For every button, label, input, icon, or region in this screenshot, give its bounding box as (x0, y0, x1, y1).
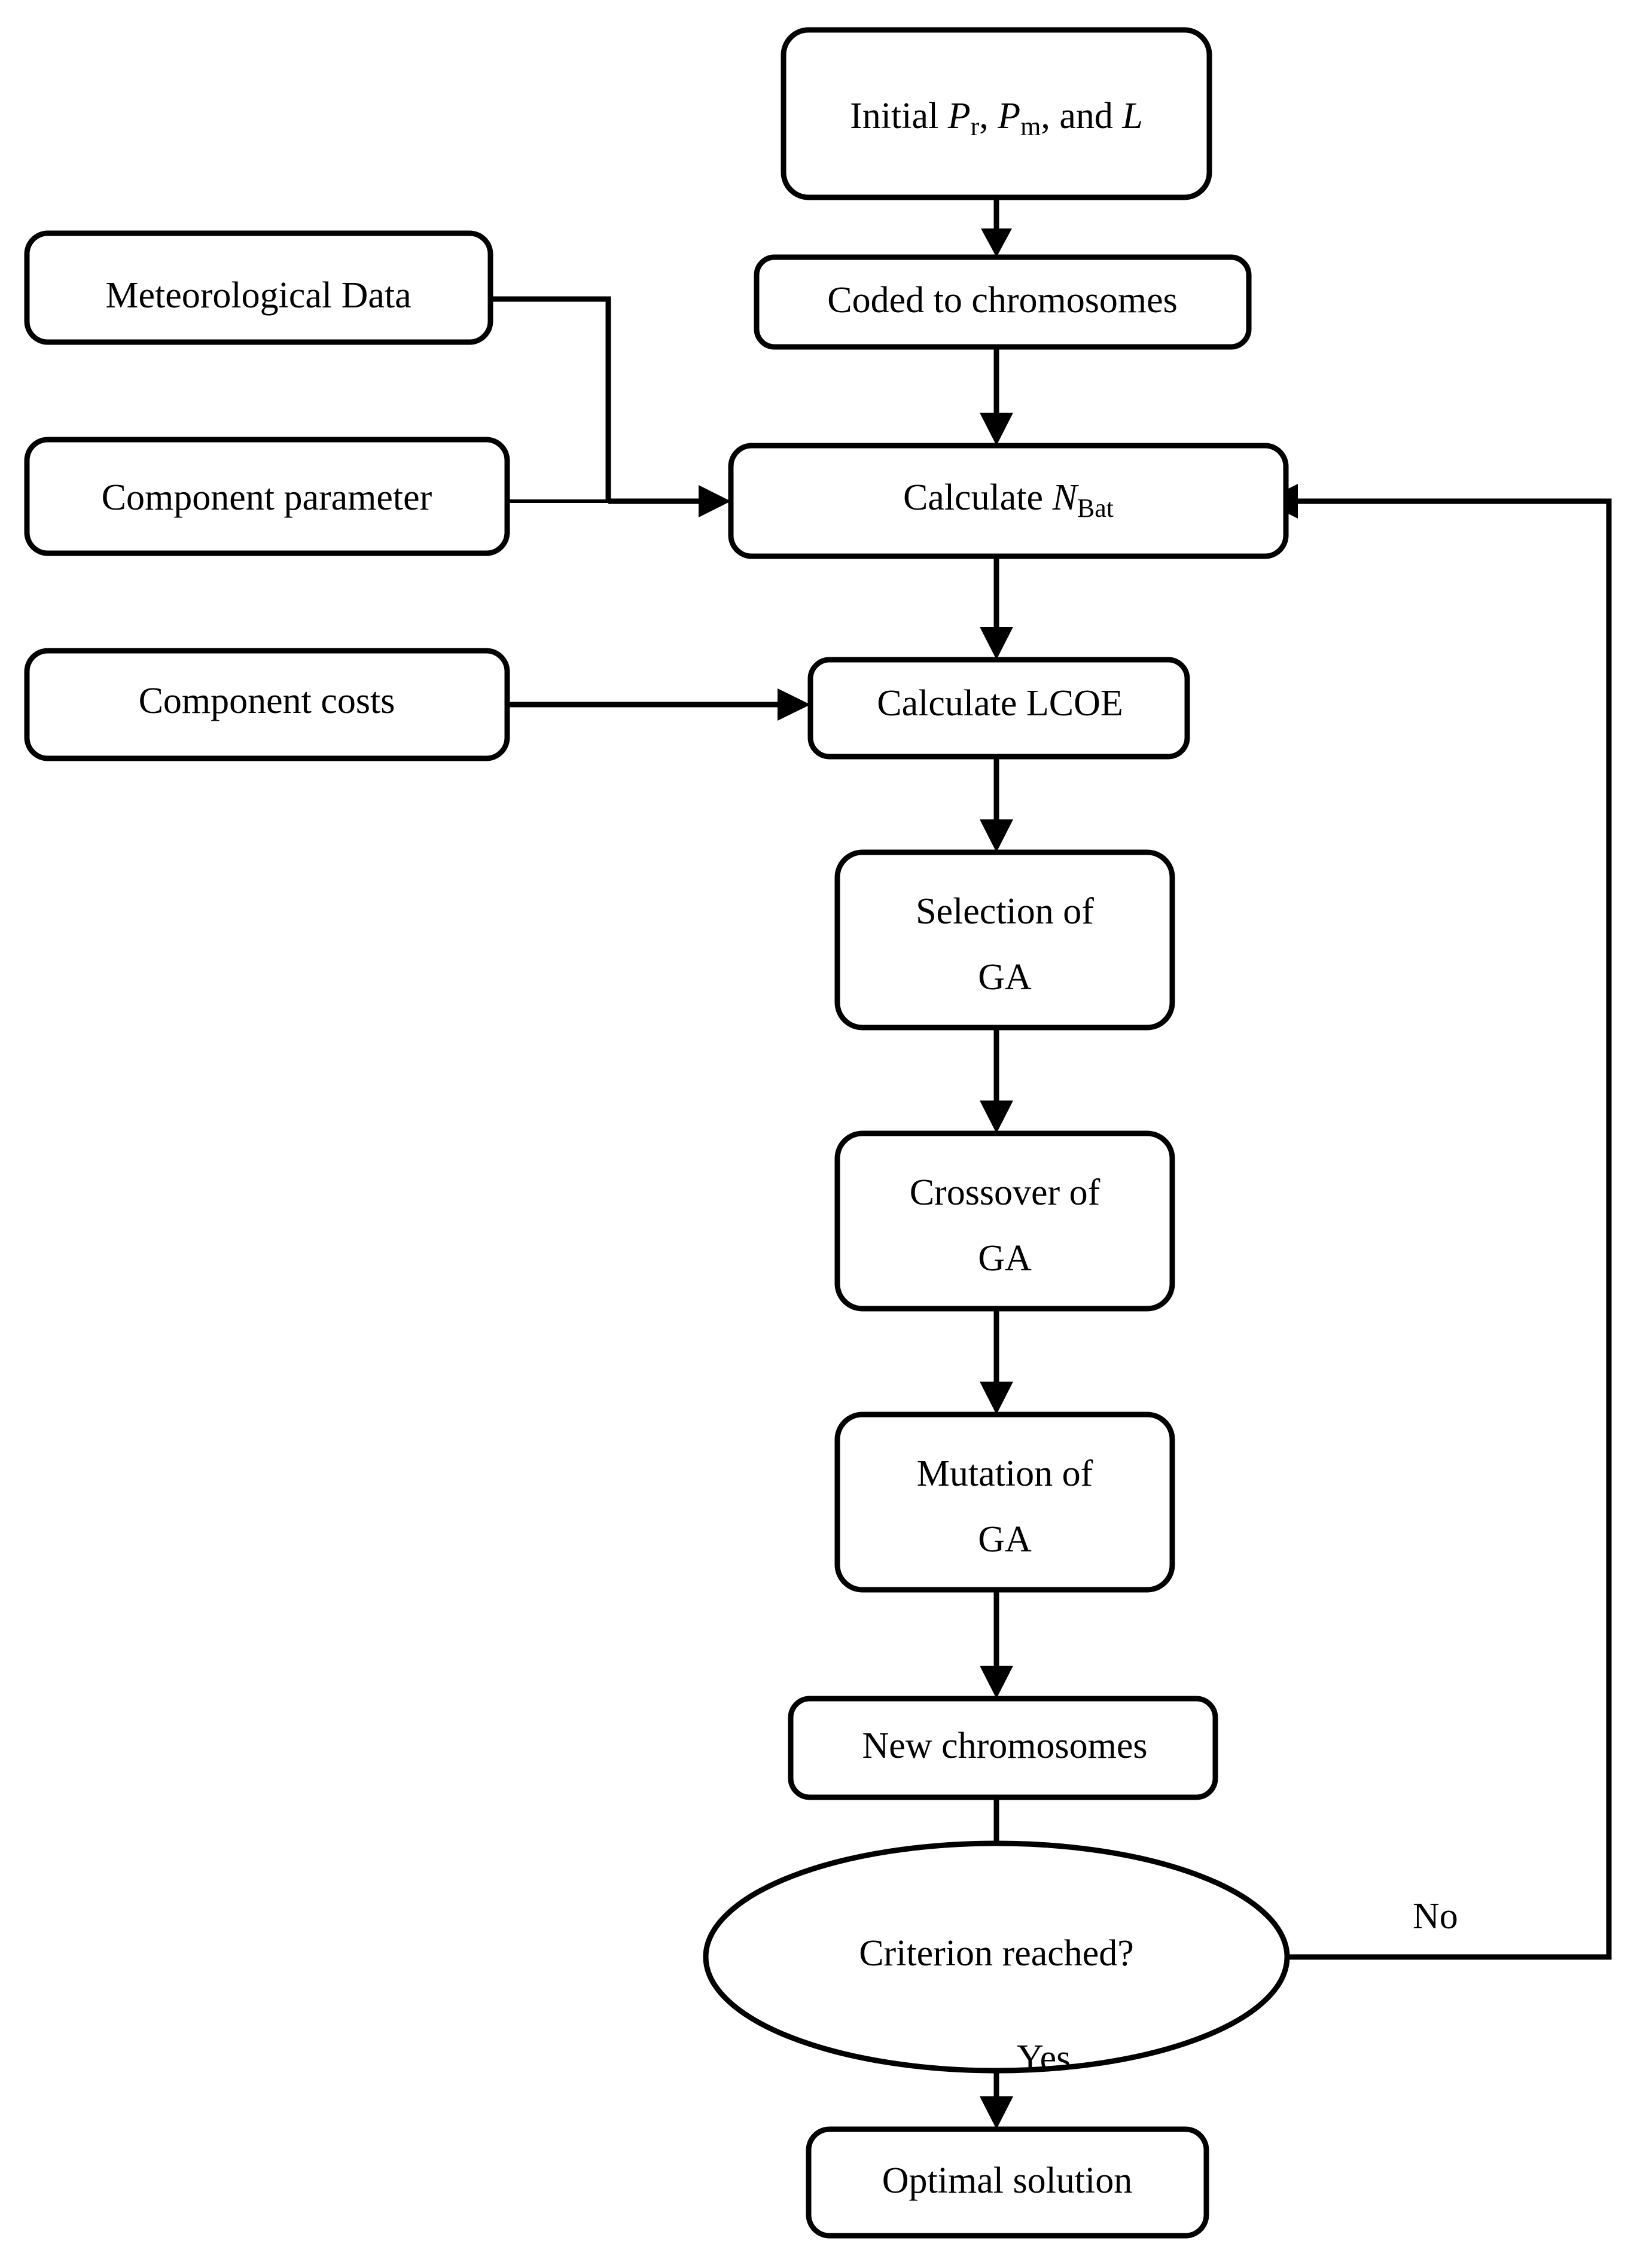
node-initial[interactable]: Initial Pr, Pm, and L (781, 27, 1212, 200)
node-calculate-lcoe-shape[interactable] (807, 657, 1190, 760)
node-coded-to-chromosomes[interactable]: Coded to chromosomes (754, 254, 1252, 350)
node-calculate-lcoe-label: Calculate LCOE (877, 683, 1123, 724)
edge-meteorological-to-calculate-nbat (490, 296, 611, 501)
node-mutation-label-line1: Mutation of (917, 1453, 1093, 1494)
node-selection-label-line1: Selection of (916, 891, 1094, 932)
edge-initial-to-coded (981, 197, 1012, 257)
node-meteorological-label: Meteorological Data (105, 275, 411, 316)
node-selection-shape[interactable] (834, 849, 1175, 1031)
node-calculate-nbat-label: Calculate NBat (903, 477, 1114, 523)
node-new-chromosomes-label: New chromosomes (862, 1726, 1148, 1766)
node-calculate-nbat[interactable]: Calculate NBat (728, 443, 1289, 559)
node-meteorological-data[interactable]: Meteorological Data (24, 230, 493, 345)
edge-component-parameter-to-calculate-nbat (507, 485, 731, 517)
node-calculate-lcoe[interactable]: Calculate LCOE (807, 657, 1190, 760)
edge-mutation-to-new-chromosomes (980, 1590, 1013, 1699)
node-initial-label: Initial Pr, Pm, and L (850, 96, 1143, 141)
node-criterion-label: Criterion reached? (859, 1933, 1134, 1974)
node-mutation-of-ga[interactable]: Mutation of GA (834, 1412, 1175, 1593)
edge-calculate-nbat-to-lcoe (980, 556, 1013, 660)
node-selection-label-line2: GA (978, 957, 1032, 998)
node-meteorological-shape[interactable] (24, 230, 493, 345)
node-crossover-shape[interactable] (834, 1130, 1175, 1312)
node-selection-of-ga[interactable]: Selection of GA (834, 849, 1175, 1031)
node-coded-label: Coded to chromosomes (827, 280, 1178, 321)
node-component-parameter-shape[interactable] (24, 437, 510, 556)
node-crossover-of-ga[interactable]: Crossover of GA (834, 1130, 1175, 1312)
node-component-parameter-label: Component parameter (102, 477, 432, 518)
node-initial-shape[interactable] (781, 27, 1212, 200)
node-component-parameter[interactable]: Component parameter (24, 437, 510, 556)
node-calculate-nbat-shape[interactable] (728, 443, 1289, 559)
node-optimal-label: Optimal solution (882, 2160, 1133, 2201)
node-optimal-solution[interactable]: Optimal solution (806, 2126, 1209, 2239)
node-coded-shape[interactable] (754, 254, 1252, 350)
edge-lcoe-to-selection (980, 757, 1013, 852)
edge-criterion-no-feedback (1263, 484, 1612, 1960)
node-crossover-label-line2: GA (978, 1238, 1032, 1279)
node-component-costs[interactable]: Component costs (24, 648, 510, 761)
node-new-chromosomes-shape[interactable] (788, 1696, 1218, 1800)
node-mutation-label-line2: GA (978, 1519, 1032, 1560)
node-crossover-label-line1: Crossover of (910, 1172, 1100, 1213)
edge-coded-to-calculate-nbat (980, 347, 1013, 446)
node-criterion-reached[interactable]: Criterion reached? (703, 1840, 1290, 2074)
edge-crossover-to-mutation (980, 1309, 1013, 1415)
edge-label-no: No (1413, 1896, 1458, 1937)
node-new-chromosomes[interactable]: New chromosomes (788, 1696, 1218, 1800)
node-optimal-shape[interactable] (806, 2126, 1209, 2239)
node-criterion-shape[interactable] (703, 1840, 1290, 2074)
edge-selection-to-crossover (980, 1028, 1013, 1133)
node-component-costs-shape[interactable] (24, 648, 510, 761)
edge-label-yes: Yes (1017, 2038, 1071, 2078)
node-component-costs-label: Component costs (139, 681, 395, 721)
node-mutation-shape[interactable] (834, 1412, 1175, 1593)
edge-component-costs-to-lcoe (507, 688, 810, 721)
